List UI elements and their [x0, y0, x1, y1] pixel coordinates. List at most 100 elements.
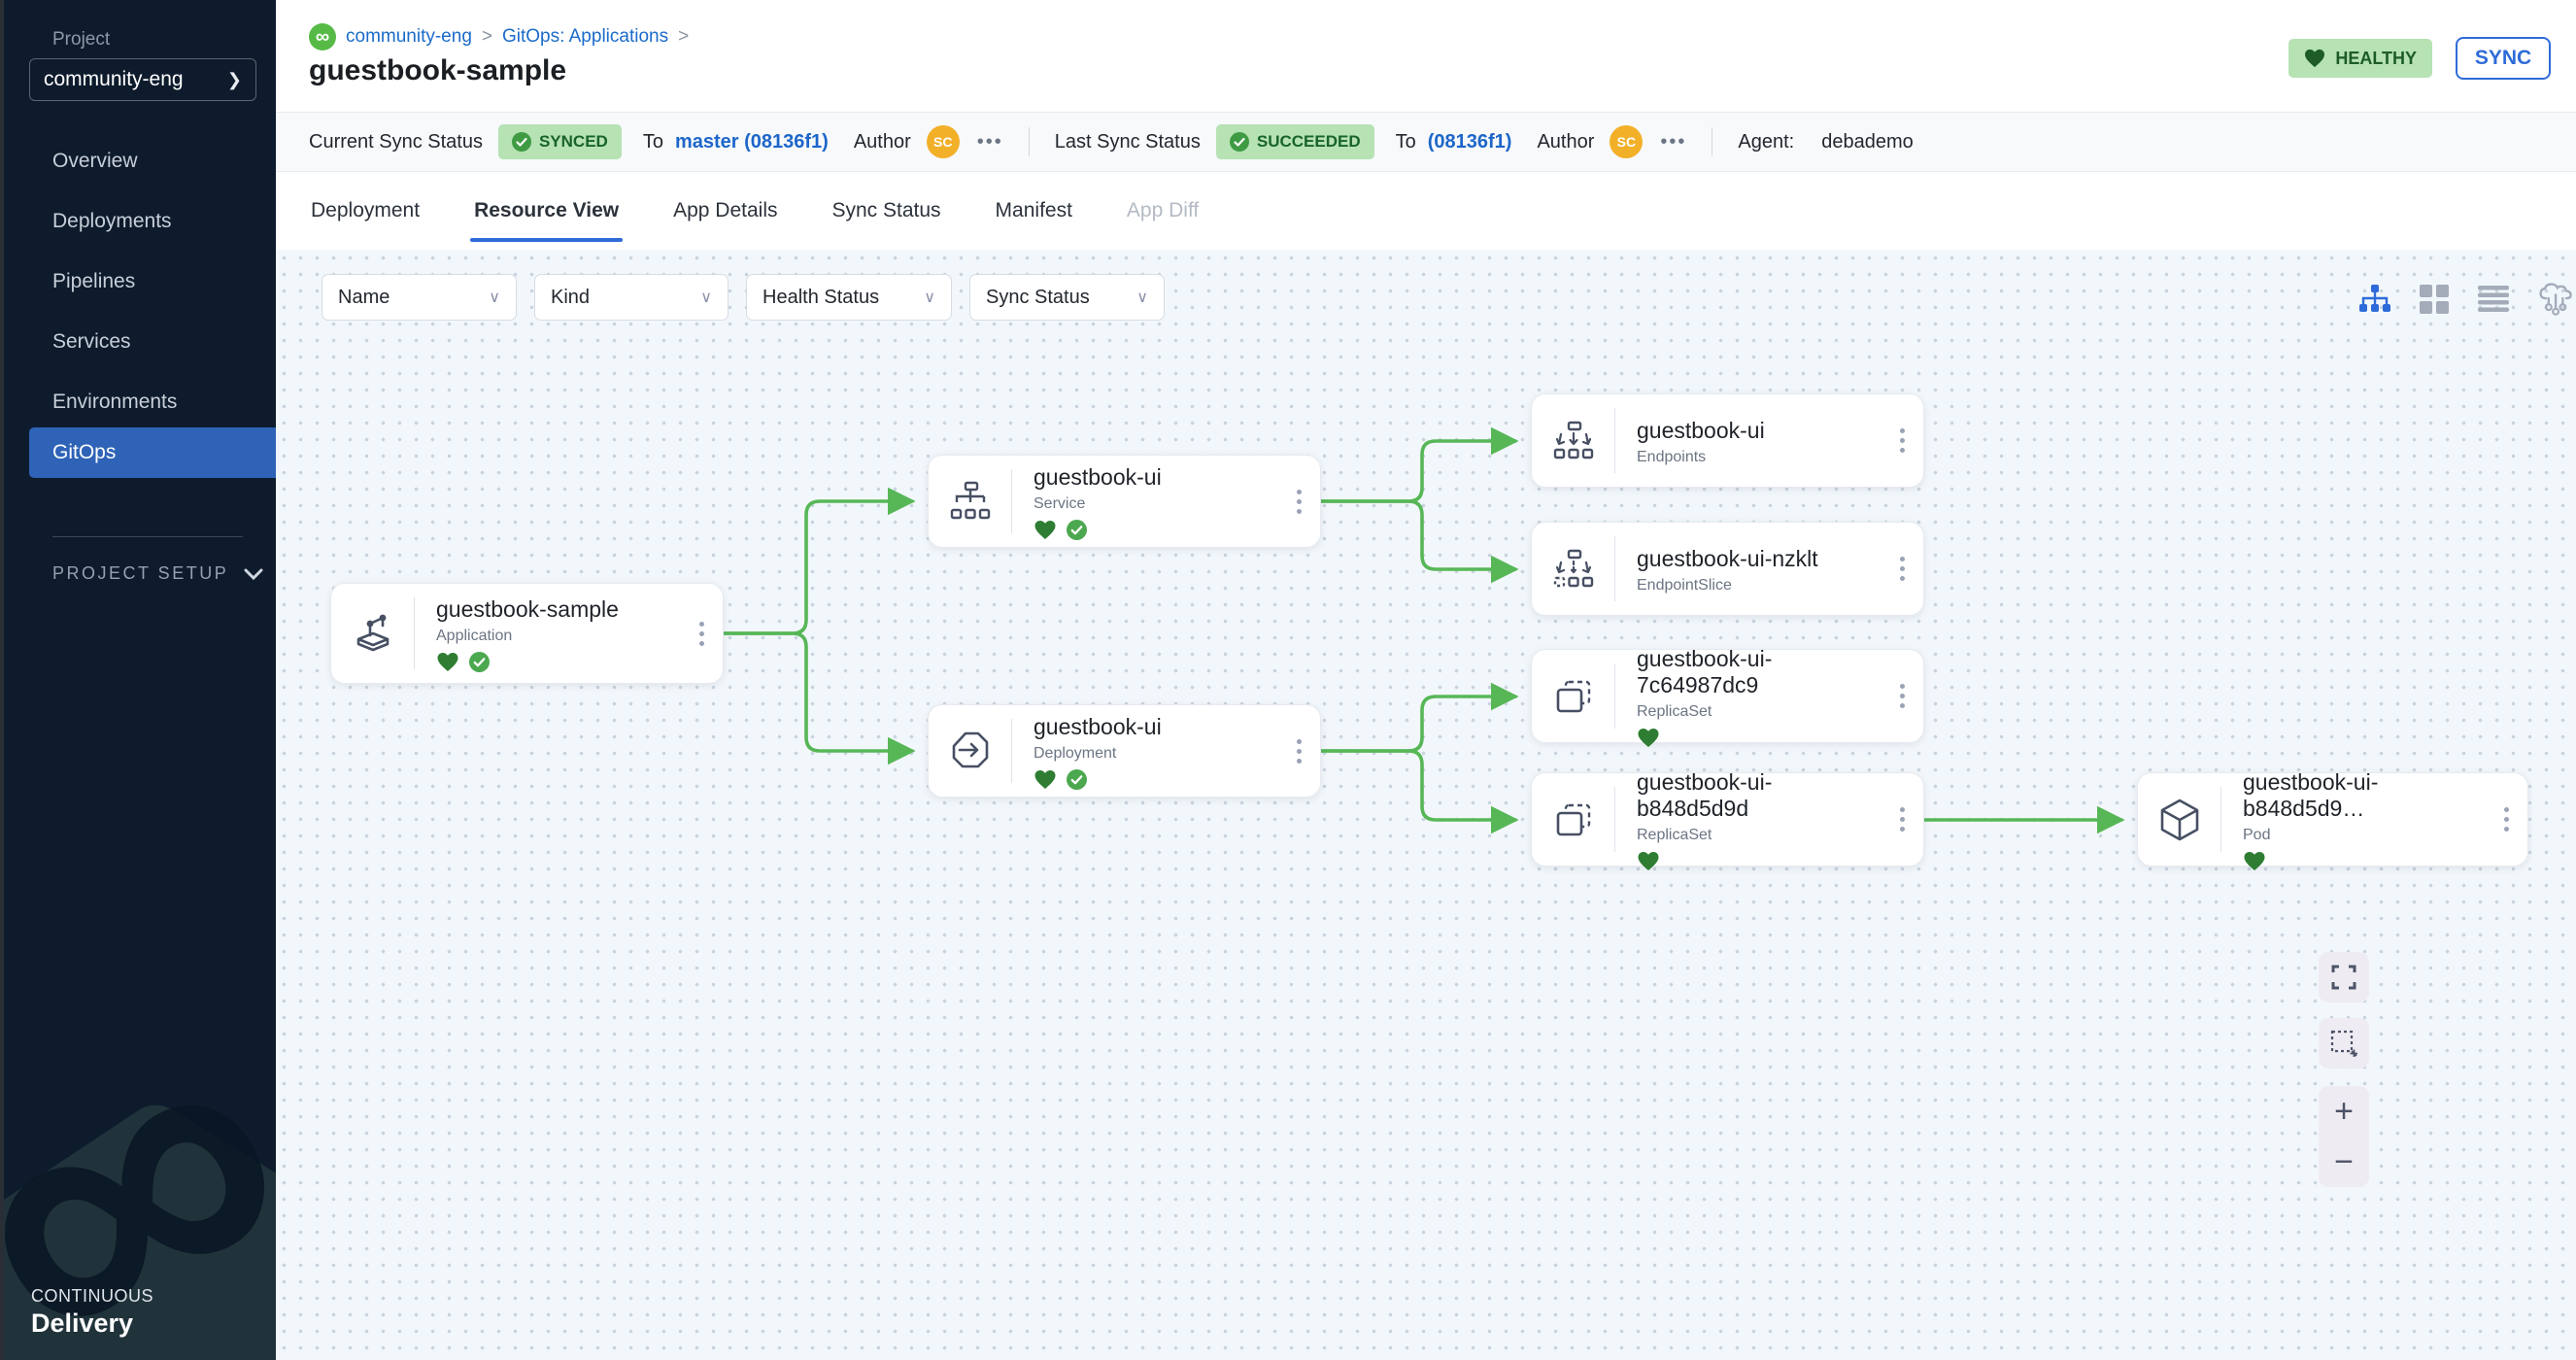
breadcrumb-link-project[interactable]: community-eng	[346, 26, 472, 47]
sidebar-item-pipelines[interactable]: Pipelines	[52, 270, 136, 292]
healthy-heart-icon	[1034, 769, 1056, 790]
author-label-1: Author	[853, 130, 911, 153]
synced-check-icon	[1067, 520, 1087, 540]
filter-kind-label: Kind	[551, 286, 591, 308]
node-pod[interactable]: guestbook-ui-b848d5d9… Pod	[2137, 769, 2528, 871]
agent-value: debademo	[1821, 130, 1914, 153]
node-kebab-menu-icon[interactable]	[1277, 705, 1320, 797]
filter-sync-status-label: Sync Status	[986, 286, 1090, 308]
node-kind: ReplicaSet	[1637, 703, 1712, 720]
page-header: ∞ community-eng > GitOps: Applications >…	[276, 0, 2576, 112]
last-sync-status-badge: SUCCEEDED	[1215, 124, 1374, 159]
filter-health-status[interactable]: Health Status∨	[746, 274, 952, 321]
tab-sync-status[interactable]: Sync Status	[831, 199, 941, 221]
tab-manifest[interactable]: Manifest	[995, 199, 1072, 221]
gitops-infinity-icon: ∞	[309, 23, 336, 51]
node-kebab-menu-icon[interactable]	[1881, 773, 1923, 866]
tab-resource-view[interactable]: Resource View	[470, 172, 624, 250]
grid-view-icon[interactable]	[2419, 284, 2450, 315]
node-kebab-menu-icon[interactable]	[680, 584, 723, 683]
node-kind: Application	[436, 628, 513, 644]
node-kebab-menu-icon[interactable]	[2485, 773, 2527, 866]
tab-deployment[interactable]: Deployment	[311, 199, 421, 221]
tab-app-diff: App Diff	[1126, 199, 1200, 221]
footer-line1: CONTINUOUS	[31, 1286, 153, 1306]
node-kebab-menu-icon[interactable]	[1881, 523, 1923, 615]
pod-cube-icon	[2160, 799, 2198, 840]
node-replicaset-7c64987dc9[interactable]: guestbook-ui-7c64987dc9 ReplicaSet	[1531, 646, 1924, 748]
sync-status-bar: Current Sync Status SYNCED To master (08…	[276, 112, 2576, 172]
node-title: guestbook-ui	[1034, 714, 1162, 739]
author-label-2: Author	[1537, 130, 1595, 153]
project-setup-toggle[interactable]: PROJECT SETUP	[52, 563, 263, 584]
replicaset-icon	[1556, 680, 1590, 712]
current-sync-status-value: SYNCED	[538, 132, 608, 151]
node-application[interactable]: guestbook-sample Application	[330, 583, 724, 684]
last-sync-status-label: Last Sync Status	[1054, 130, 1201, 153]
statusbar-divider-1	[1028, 127, 1030, 156]
node-service[interactable]: guestbook-ui Service	[928, 455, 1321, 548]
cloud-network-view-icon[interactable]	[2537, 281, 2576, 318]
node-kebab-menu-icon[interactable]	[1277, 456, 1320, 547]
resource-graph-canvas[interactable]: Name∨ Kind∨ Health Status∨ Sync Status∨	[276, 250, 2576, 1360]
to-label-2: To	[1395, 130, 1416, 153]
agent-label: Agent:	[1738, 130, 1795, 153]
project-label: Project	[52, 29, 111, 50]
zoom-out-button[interactable]: −	[2334, 1142, 2354, 1180]
filter-kind[interactable]: Kind ∨	[534, 274, 729, 321]
node-kind: Endpoints	[1637, 448, 1707, 465]
sidebar-item-overview[interactable]: Overview	[52, 150, 138, 172]
endpointslice-icon	[1553, 549, 1593, 587]
node-replicaset-b848d5d9d[interactable]: guestbook-ui-b848d5d9d ReplicaSet	[1531, 769, 1924, 871]
healthy-heart-icon	[437, 652, 458, 672]
more-options-1-icon[interactable]: •••	[976, 130, 1003, 153]
node-kebab-menu-icon[interactable]	[1881, 650, 1923, 742]
tree-view-icon[interactable]	[2358, 284, 2391, 315]
breadcrumb-separator: >	[481, 26, 492, 47]
tab-app-details[interactable]: App Details	[673, 199, 778, 221]
chevron-down-icon: ∨	[489, 289, 500, 306]
page-title: guestbook-sample	[309, 54, 567, 86]
node-deployment[interactable]: guestbook-ui Deployment	[928, 704, 1321, 798]
node-endpointslice[interactable]: guestbook-ui-nzklt EndpointSlice	[1531, 522, 1924, 616]
project-selector[interactable]: community-eng ❯	[29, 58, 256, 101]
endpoints-icon	[1553, 421, 1593, 459]
view-switcher	[2358, 281, 2576, 318]
node-endpoints[interactable]: guestbook-ui Endpoints	[1531, 393, 1924, 488]
node-kind: Service	[1034, 495, 1086, 512]
service-icon	[950, 481, 990, 520]
list-view-icon[interactable]	[2477, 285, 2510, 314]
more-options-2-icon[interactable]: •••	[1660, 130, 1687, 153]
author-avatar-2[interactable]: SC	[1610, 125, 1644, 158]
node-title: guestbook-ui-b848d5d9…	[2243, 769, 2379, 821]
breadcrumb-link-applications[interactable]: GitOps: Applications	[502, 26, 669, 47]
fullscreen-icon	[2331, 965, 2356, 990]
fullscreen-button[interactable]	[2319, 952, 2369, 1003]
sync-button[interactable]: SYNC	[2456, 37, 2551, 80]
node-title: guestbook-ui	[1637, 417, 1765, 443]
sidebar-item-deployments[interactable]: Deployments	[52, 210, 172, 232]
node-kebab-menu-icon[interactable]	[1881, 394, 1923, 487]
healthy-heart-icon	[1638, 728, 1659, 748]
last-target-revision-link[interactable]: (08136f1)	[1427, 130, 1512, 153]
zoom-in-button[interactable]: +	[2334, 1092, 2354, 1130]
tab-bar: Deployment Resource View App Details Syn…	[276, 172, 2576, 250]
marquee-zoom-button[interactable]	[2319, 1018, 2369, 1069]
chevron-down-icon	[244, 568, 263, 580]
project-setup-label: PROJECT SETUP	[52, 563, 229, 583]
healthy-heart-icon	[1638, 851, 1659, 871]
author-avatar-1[interactable]: SC	[926, 125, 960, 158]
application-icon	[356, 614, 389, 652]
node-title: guestbook-ui	[1034, 464, 1162, 490]
heart-icon	[2305, 49, 2325, 68]
health-status-badge: HEALTHY	[2288, 39, 2432, 78]
current-target-revision-link[interactable]: master (08136f1)	[674, 130, 829, 153]
current-sync-status-label: Current Sync Status	[309, 130, 483, 153]
filter-sync-status[interactable]: Sync Status∨	[969, 274, 1165, 321]
sidebar-item-environments[interactable]: Environments	[52, 391, 178, 413]
sidebar-item-gitops[interactable]: GitOps	[29, 427, 276, 478]
sidebar: ∞ Project community-eng ❯ Overview Deplo…	[0, 0, 276, 1360]
filter-name[interactable]: Name∨	[322, 274, 517, 321]
chevron-down-icon: ∨	[700, 289, 712, 306]
sidebar-item-services[interactable]: Services	[52, 330, 131, 353]
